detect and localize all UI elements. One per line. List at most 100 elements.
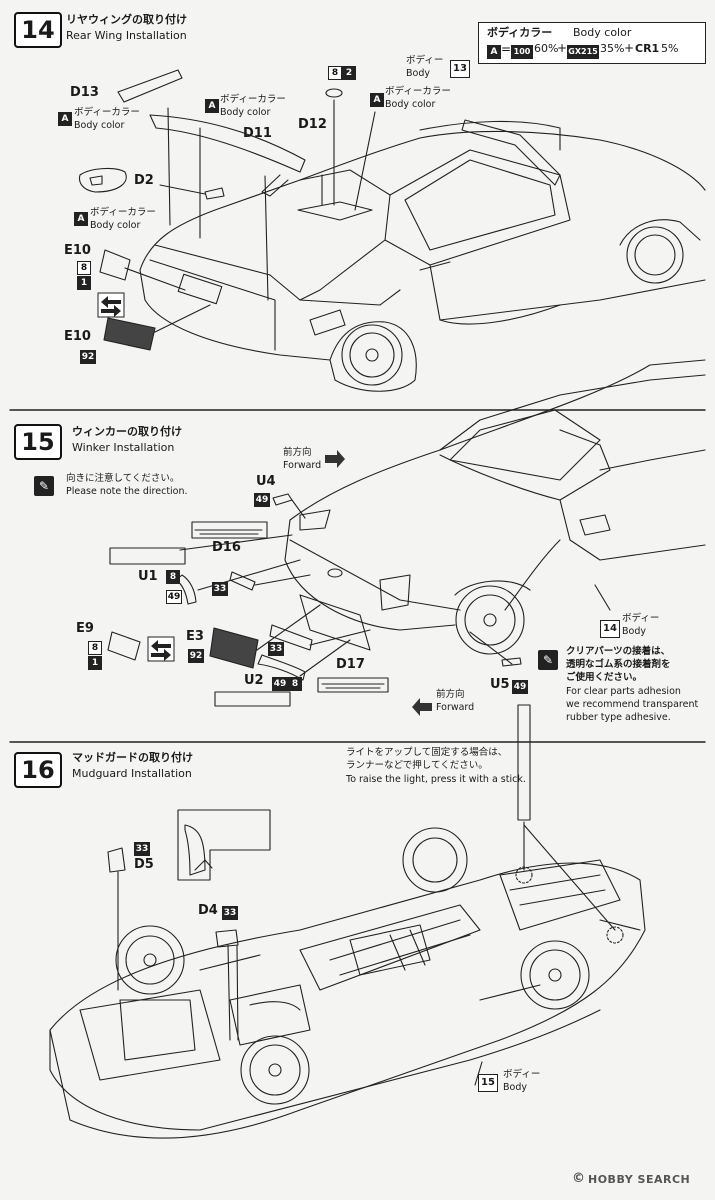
part-d11-shape	[149, 114, 306, 173]
swap-arrow-icon-2	[147, 636, 175, 662]
plus-2: +	[624, 41, 635, 55]
inset-box	[177, 809, 271, 881]
body-note-jp: ボディー	[622, 613, 660, 624]
wheel-left-rear	[240, 1035, 310, 1105]
swap-arrow-icon	[97, 292, 125, 318]
paint-100-badge: 100	[511, 45, 533, 59]
light-note-jp2: ランナーなどで押してください。	[346, 760, 488, 771]
paint-cr1: CR1	[635, 42, 660, 55]
step-15-title-jp: ウィンカーの取り付け	[72, 425, 182, 438]
step-14-number: 14	[14, 12, 62, 48]
paint-8-badge: 8	[288, 677, 302, 691]
step-16-title-en: Mudguard Installation	[72, 767, 192, 780]
label-d4: D4	[198, 903, 218, 918]
paint-49-badge: 49	[254, 493, 270, 507]
forward-en: Forward	[283, 460, 322, 471]
label-d12: D12	[298, 117, 327, 132]
stick-shape	[517, 704, 531, 821]
clear-note-jp3: ご使用ください。	[566, 672, 643, 683]
forward-jp: 前方向	[283, 447, 312, 458]
label-u1: U1	[138, 569, 158, 584]
clear-note-jp2: 透明なゴム系の接着剤を	[566, 659, 671, 670]
part-d13-shape	[117, 69, 183, 103]
body-color-box: ボディカラー Body color A = 100 60% + GX215 35…	[478, 22, 706, 64]
color-note-badge: A	[370, 93, 384, 107]
forward-en: Forward	[436, 702, 475, 713]
part-e9-shape	[107, 631, 141, 661]
part-d16-shape	[229, 571, 256, 591]
label-e10-plate: E10	[64, 329, 91, 344]
paint-gx215-pct: 35%	[600, 42, 625, 55]
wheel-left-front	[115, 925, 185, 995]
step-14-title-en: Rear Wing Installation	[66, 29, 187, 42]
paint-1-badge: 1	[88, 656, 102, 670]
ref-step-15: 15	[478, 1074, 498, 1092]
color-note-jp: ボディーカラー	[385, 86, 451, 97]
color-note-en: Body color	[90, 220, 141, 231]
step-16-title-jp: マッドガードの取り付け	[72, 751, 193, 764]
paint-33-badge: 33	[222, 906, 238, 920]
label-d13: D13	[70, 85, 99, 100]
car-rear-drawing	[139, 120, 706, 392]
label-e3: E3	[186, 629, 204, 644]
paint-49-badge: 49	[272, 677, 288, 691]
body-note-en: Body	[622, 626, 646, 637]
color-note-jp: ボディーカラー	[90, 207, 156, 218]
color-note-en: Body color	[385, 99, 436, 110]
label-e9: E9	[76, 621, 94, 636]
body-note-en: Body	[406, 68, 430, 79]
part-d2-shape	[204, 187, 225, 200]
step-16-number: 16	[14, 752, 62, 788]
clear-note-en2: we recommend transparent	[566, 699, 699, 710]
paint-1-badge: 1	[77, 276, 91, 290]
label-d2: D2	[134, 173, 154, 188]
part-d17-top	[269, 624, 313, 651]
label-d11: D11	[243, 126, 272, 141]
color-note-jp: ボディーカラー	[74, 107, 140, 118]
paint-gx215-badge: GX215	[567, 45, 599, 59]
part-u4-shape	[272, 493, 293, 506]
label-u4: U4	[256, 474, 276, 489]
paint-33-badge: 33	[212, 582, 228, 596]
clear-note-en1: For clear parts adhesion	[566, 686, 681, 697]
paint-100-pct: 60%	[534, 42, 559, 55]
color-note-en: Body color	[74, 120, 125, 131]
color-code-badge: A	[487, 45, 501, 59]
label-e10: E10	[64, 243, 91, 258]
label-d5: D5	[134, 857, 154, 872]
light-note-en: To raise the light, press it with a stic…	[346, 774, 526, 785]
part-d5-shape	[107, 847, 126, 873]
clear-note-en3: rubber type adhesive.	[566, 712, 671, 723]
paint-8-badge: 8	[166, 570, 180, 584]
pen-note-icon: ✎	[538, 650, 558, 670]
label-d16: D16	[212, 540, 241, 555]
direction-note-jp: 向きに注意してください。	[66, 473, 180, 484]
color-note-badge: A	[58, 112, 72, 126]
paint-8-badge: 8	[328, 66, 342, 80]
ref-step-14: 14	[600, 620, 620, 638]
paint-2-badge: 2	[342, 66, 356, 80]
paint-33-badge: 33	[268, 642, 284, 656]
step-15-number: 15	[14, 424, 62, 460]
part-d4-shape	[215, 929, 239, 948]
label-u2: U2	[244, 673, 264, 688]
clear-note-jp1: クリアパーツの接着は、	[566, 646, 671, 657]
watermark-mark: ©	[572, 1171, 585, 1186]
body-note-en: Body	[503, 1082, 527, 1093]
part-u5-shape	[501, 657, 522, 667]
car-front-drawing	[284, 359, 706, 655]
part-e3-shape	[209, 627, 259, 669]
color-note-en: Body color	[220, 107, 271, 118]
plus-1: +	[557, 41, 568, 55]
step-15-title-en: Winker Installation	[72, 441, 175, 454]
watermark-text: HOBBY SEARCH	[588, 1173, 691, 1186]
paint-49-badge: 49	[166, 590, 182, 604]
color-note-badge: A	[205, 99, 219, 113]
part-e10-frame	[99, 249, 131, 281]
paint-49-badge: 49	[512, 680, 528, 694]
body-note-jp: ボディー	[406, 55, 444, 66]
direction-note-en: Please note the direction.	[66, 486, 188, 497]
paint-cr1-pct: 5%	[661, 42, 679, 55]
